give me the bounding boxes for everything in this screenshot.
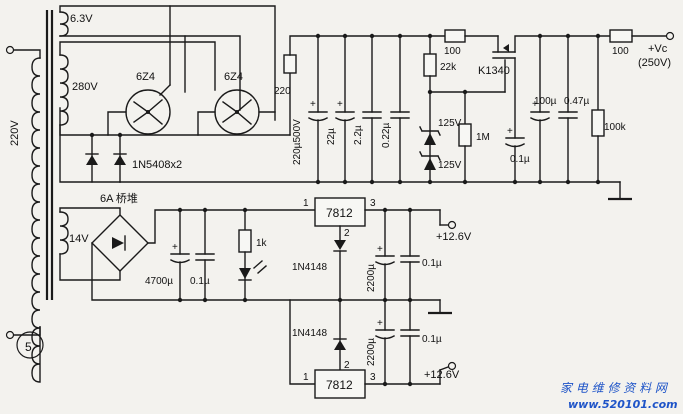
regulator-7812-bottom: [314, 369, 366, 399]
diode-top-label: 1N4148: [292, 262, 327, 273]
vc-label: +Vc: [648, 43, 668, 55]
tube2-label: 6Z4: [224, 71, 243, 83]
cap-0-1u-hv-label: 0.1µ: [510, 154, 530, 165]
secondary-voltage-label: 280V: [72, 81, 98, 93]
reg-top-pin2: 2: [344, 228, 350, 239]
resistor-1k-label: 1k: [256, 238, 268, 249]
cap-220u-label: 220µ500V: [292, 119, 303, 165]
reg-bot-pin2: 2: [344, 360, 350, 371]
heater-coil: [59, 11, 69, 37]
cap-22u-label: 22µ: [326, 128, 337, 145]
zener-125v-b-icon: [424, 158, 436, 170]
reg-top-pin3: 3: [370, 198, 376, 209]
primary-terminal-top: [5, 45, 15, 55]
primary-coil: [31, 57, 41, 383]
vc-value: (250V): [638, 57, 671, 69]
diode-1n4148-bottom-icon: [334, 340, 346, 350]
reg-bot-pin1: 1: [303, 372, 309, 383]
cap-2-2u-label: 2.2µ: [353, 125, 364, 145]
diodes-label: 1N5408x2: [132, 159, 182, 171]
resistor-100-b-label: 100: [612, 46, 629, 57]
low-voltage-label: 14V: [69, 233, 89, 245]
svg-text:+: +: [507, 126, 513, 137]
svg-text:+: +: [377, 244, 383, 255]
out-bottom-label: +12.6V: [424, 369, 460, 381]
resistor-100k-label: 100k: [604, 122, 627, 133]
out-top-label: +12.6V: [436, 231, 472, 243]
cap-0-1u-top-label: 0.1µ: [422, 258, 442, 269]
cap-2200u-top-label: 2200µ: [366, 264, 377, 292]
out-top-terminal: [447, 220, 457, 230]
cap-0-47u-label: 0.47µ: [564, 96, 589, 107]
zener-125v-a-icon: [424, 133, 436, 145]
resistor-100-a-label: 100: [444, 46, 461, 57]
resistor-22k: [423, 53, 437, 77]
svg-text:+: +: [337, 99, 343, 110]
svg-text:+: +: [377, 318, 383, 329]
resistor-220: [283, 54, 297, 74]
out-bottom-terminal: [447, 361, 457, 371]
primary-terminal-bottom: [5, 330, 15, 340]
bridge-diode-icon: [112, 237, 124, 249]
cap-0-1u-bottom-label: 0.1µ: [422, 334, 442, 345]
diode-1n5408-b-icon: [114, 155, 126, 165]
zener-a-label: 125V: [438, 118, 462, 129]
resistor-22k-label: 22k: [440, 62, 457, 73]
resistor-100-a: [444, 29, 466, 43]
led-icon: [239, 268, 251, 279]
vc-terminal: [665, 31, 675, 41]
cap-0-1u-low-label: 0.1µ: [190, 276, 210, 287]
watermark-url: www.520101.com: [568, 398, 678, 411]
hv-secondary-coil: [59, 54, 69, 126]
hv-filter: 220 + 220µ500V + 22µ 2.2µ 0.22µ 100: [119, 29, 675, 201]
reg-top-label: 7812: [326, 206, 353, 220]
reg-bottom-label: 7812: [326, 378, 353, 392]
diode-1n5408-a-icon: [86, 155, 98, 165]
svg-text:+: +: [310, 99, 316, 110]
primary-voltage-label: 220V: [9, 120, 21, 146]
svg-text:+: +: [532, 99, 538, 110]
reg-bot-pin3: 3: [370, 372, 376, 383]
figure-number-circle: [16, 331, 44, 359]
heater-voltage-label: 6.3V: [70, 13, 93, 25]
watermark-title: 家 电 维 修 资 料 网: [560, 381, 669, 395]
diode-1n4148-top-icon: [334, 240, 346, 250]
resistor-220-label: 220: [274, 86, 291, 97]
zener-b-label: 125V: [438, 160, 462, 171]
resistor-1m-label: 1M: [476, 132, 490, 143]
low-secondary-coil: [59, 211, 69, 255]
cap-100u-label: 100µ: [534, 96, 557, 107]
mosfet-label: K1340: [478, 65, 510, 77]
diode-bottom-label: 1N4148: [292, 328, 327, 339]
cap-0-22u-label: 0.22µ: [381, 123, 392, 148]
figure-number: 5: [25, 340, 32, 354]
resistor-1k: [238, 229, 252, 253]
reg-top-pin1: 1: [303, 198, 309, 209]
mosfet-k1340: [492, 35, 621, 93]
bridge-label: 6A 桥堆: [100, 192, 138, 205]
transformer: 220V 6.3V 280V 14V 5: [5, 10, 98, 383]
hv-rectifier: 6Z4 6Z4 1N5408x2: [59, 5, 291, 183]
lv-supply: 6A 桥堆 + 4700µ 0.1µ 1k 7812: [59, 192, 472, 399]
svg-text:+: +: [172, 242, 178, 253]
tube1-label: 6Z4: [136, 71, 155, 83]
cap-2200u-bottom-label: 2200µ: [366, 338, 377, 366]
cap-4700u-label: 4700µ: [145, 276, 173, 287]
resistor-100-b: [609, 29, 633, 43]
regulator-7812-top: [314, 197, 366, 227]
resistor-1m: [458, 123, 472, 147]
resistor-100k: [591, 109, 605, 137]
